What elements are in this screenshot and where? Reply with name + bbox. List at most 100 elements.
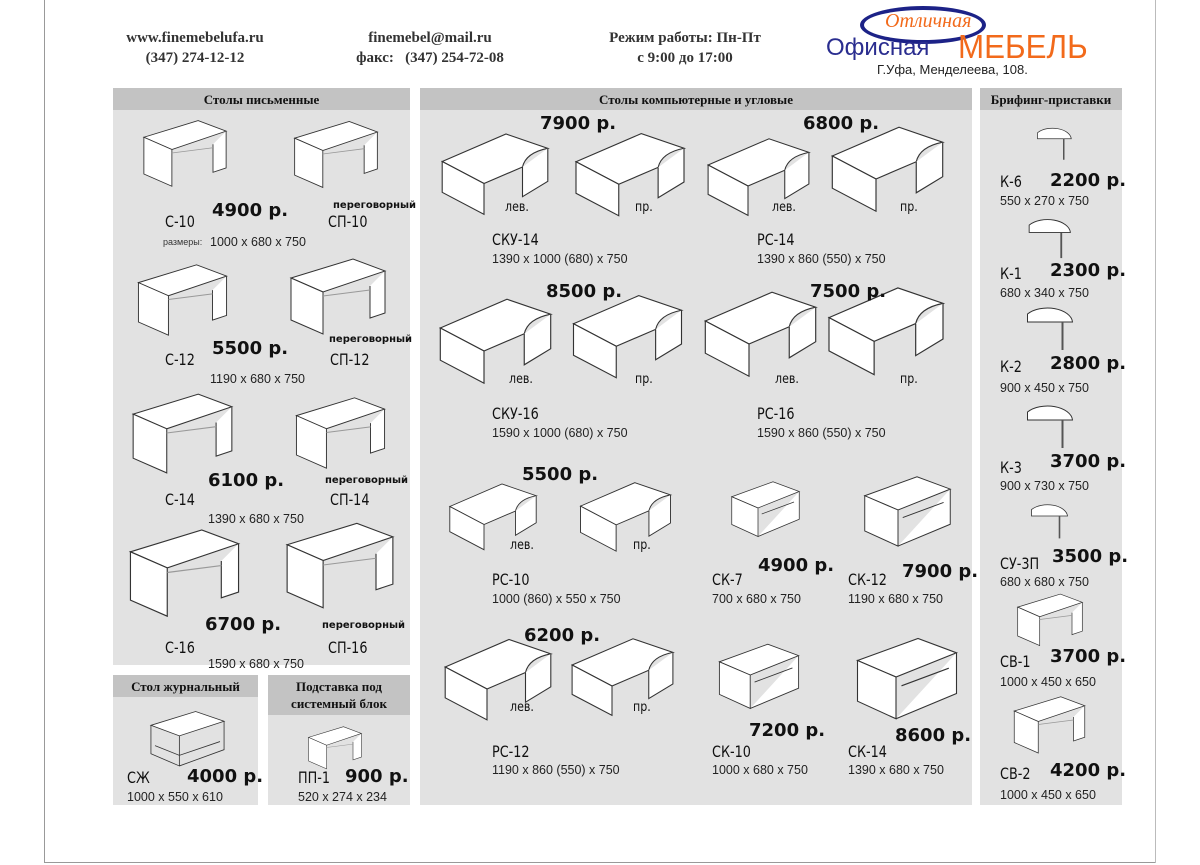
product-size: 900 x 730 x 750 — [1000, 479, 1089, 493]
left-variant-label: лев. — [510, 538, 534, 553]
left-variant-label: лев. — [772, 200, 796, 215]
product-price: 8600 р. — [895, 725, 972, 746]
section-title: Стол журнальный — [113, 675, 258, 697]
logo-ellipse — [860, 6, 986, 44]
product-price: 7200 р. — [749, 720, 826, 741]
product-price: 6800 р. — [803, 113, 880, 134]
right-variant-label: пр. — [633, 538, 651, 553]
product-size: 700 x 680 x 750 — [712, 592, 801, 606]
right-variant-label: пр. — [635, 372, 653, 387]
product-image-right — [570, 628, 675, 723]
product-size: 1390 x 1000 (680) x 750 — [492, 252, 628, 266]
product-name: СКУ-14 — [492, 230, 539, 249]
product-image-right — [565, 290, 690, 380]
product-name: СП-14 — [330, 490, 370, 509]
product-name: ПП-1 — [298, 768, 331, 787]
product-image — [1015, 592, 1085, 647]
website[interactable]: www.finemebelufa.ru — [126, 30, 264, 46]
product-price: 8500 р. — [546, 281, 623, 302]
product-name: СВ-1 — [1000, 652, 1031, 671]
panel-coffee-table: Стол журнальный — [113, 675, 258, 805]
left-variant-label: лев. — [505, 200, 529, 215]
product-name: РС-16 — [757, 404, 795, 423]
right-variant-label: пр. — [635, 200, 653, 215]
product-name: К-2 — [1000, 357, 1022, 376]
product-name: К-3 — [1000, 458, 1022, 477]
product-price: 6700 р. — [205, 614, 282, 635]
product-name: СП-12 — [330, 350, 370, 369]
product-name: К-1 — [1000, 264, 1022, 283]
product-price: 2800 р. — [1050, 353, 1127, 374]
right-variant-label: пр. — [633, 700, 651, 715]
product-image — [1015, 302, 1080, 352]
logo-tagline: Отличная — [885, 10, 972, 32]
left-variant-label: лев. — [775, 372, 799, 387]
logo-address: Г.Уфа, Менделеева, 108. — [877, 62, 1028, 77]
product-image — [1015, 400, 1080, 450]
meeting-label: переговорный — [322, 620, 406, 631]
product-image — [438, 292, 553, 387]
product-image — [135, 262, 230, 337]
product-size: 1190 x 860 (550) x 750 — [492, 763, 620, 777]
product-name: СП-10 — [328, 212, 368, 231]
product-name: СП-16 — [328, 638, 368, 657]
product-image-right — [578, 478, 673, 553]
email[interactable]: finemebel@mail.ru — [368, 30, 492, 46]
product-image — [130, 388, 235, 478]
product-price: 900 р. — [345, 766, 409, 787]
product-image — [852, 632, 962, 722]
product-price: 2200 р. — [1050, 170, 1127, 191]
contact-web: www.finemebelufa.ru (347) 274-12-12 — [105, 28, 285, 68]
product-name: РС-14 — [757, 230, 795, 249]
left-variant-label: лев. — [509, 372, 533, 387]
product-image — [443, 633, 553, 723]
product-size: 1000 x 450 x 650 — [1000, 788, 1096, 802]
product-image — [280, 520, 400, 610]
section-title: Столы письменные — [113, 88, 410, 110]
page-border-bottom — [44, 862, 1156, 863]
work-hours: Режим работы: Пн-Пт с 9:00 до 17:00 — [585, 28, 785, 68]
section-title: Столы компьютерные и угловые — [420, 88, 972, 110]
product-image — [288, 395, 393, 470]
left-variant-label: лев. — [510, 700, 534, 715]
product-image — [1015, 500, 1080, 540]
product-size: 1390 x 680 x 750 — [208, 512, 304, 526]
product-size: 1000 x 450 x 650 — [1000, 675, 1096, 689]
product-name: С-16 — [165, 638, 195, 657]
product-image-right — [830, 120, 945, 215]
product-name: СВ-2 — [1000, 764, 1031, 783]
product-size: 550 x 270 x 750 — [1000, 194, 1089, 208]
product-size: 900 x 450 x 750 — [1000, 381, 1089, 395]
product-name: СК-12 — [848, 570, 887, 589]
product-image — [703, 285, 818, 380]
product-price: 4200 р. — [1050, 760, 1127, 781]
right-variant-label: пр. — [900, 200, 918, 215]
product-image — [288, 256, 388, 336]
product-image — [1012, 692, 1087, 757]
product-size: 1000 (860) x 550 x 750 — [492, 592, 621, 606]
product-image — [140, 118, 230, 188]
product-size: 680 x 680 x 750 — [1000, 575, 1089, 589]
product-size: 1190 x 680 x 750 — [848, 592, 943, 606]
product-price: 4900 р. — [212, 200, 289, 221]
product-image — [145, 705, 230, 770]
product-size: 1590 x 860 (550) x 750 — [757, 426, 886, 440]
product-name: СК-7 — [712, 570, 743, 589]
phone: (347) 274-12-12 — [145, 50, 245, 66]
sizes-prefix: размеры: — [163, 237, 203, 247]
product-name: СК-14 — [848, 742, 887, 761]
product-size: 680 x 340 x 750 — [1000, 286, 1089, 300]
product-image — [300, 725, 370, 770]
product-price: 6200 р. — [524, 625, 601, 646]
product-price: 4900 р. — [758, 555, 835, 576]
product-price: 2300 р. — [1050, 260, 1127, 281]
product-size: 1000 x 680 x 750 — [712, 763, 808, 777]
product-price: 4000 р. — [187, 766, 264, 787]
product-name: СЖ — [127, 768, 150, 787]
product-image — [1030, 115, 1075, 170]
right-variant-label: пр. — [900, 372, 918, 387]
hours: с 9:00 до 17:00 — [637, 50, 733, 66]
product-name: РС-12 — [492, 742, 530, 761]
product-name: С-14 — [165, 490, 195, 509]
product-image — [706, 128, 811, 223]
